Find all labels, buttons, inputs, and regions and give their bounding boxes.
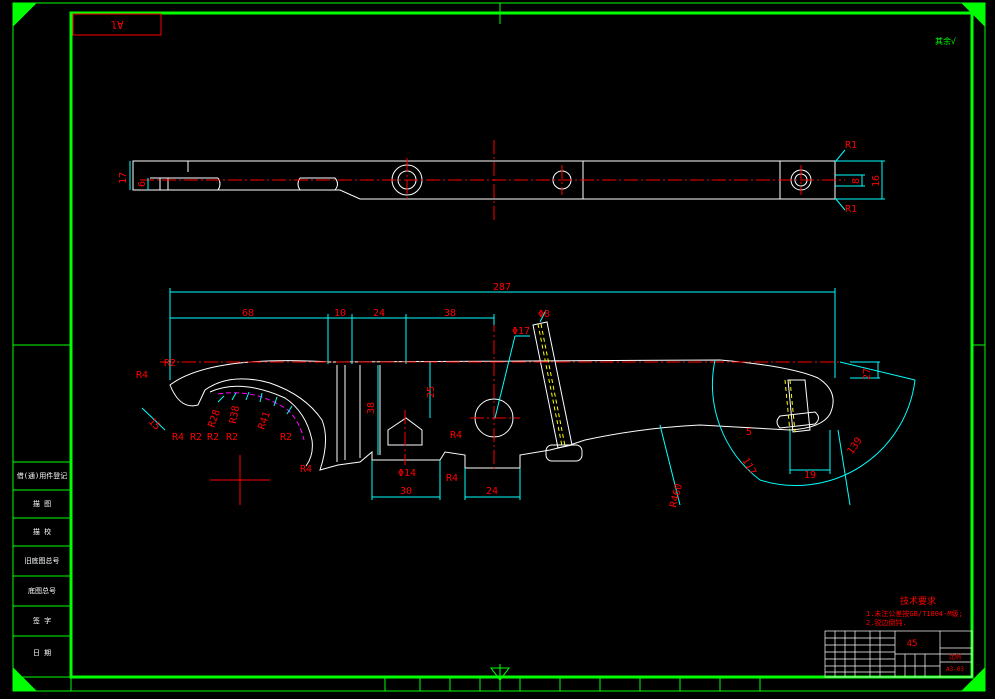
front-view: 287 68 10 24 38 Φ8 Φ17 25 38 Φ14 30 24 R… — [136, 282, 916, 509]
title-cell-2: A3-03 — [946, 666, 964, 673]
dim-top-height-left: 17 — [118, 172, 129, 184]
top-view-centerlines — [140, 140, 845, 220]
technical-notes: 技术要求 1.未注公差按GB/T1804-M级; 2.锐边倒钝. — [866, 595, 963, 627]
dim-r4-a: R4 — [136, 370, 148, 381]
dim-r4-d: R4 — [450, 430, 462, 441]
dim-r2-c: R2 — [207, 432, 219, 443]
notes-title: 技术要求 — [900, 595, 936, 607]
corner-mark-tl — [12, 2, 38, 28]
corner-mark-tr — [960, 2, 986, 28]
dim-phi8: Φ8 — [538, 309, 550, 320]
corner-mark-text: 其余√ — [935, 36, 956, 46]
notes-line-2: 2.锐边倒钝. — [866, 618, 907, 627]
dim-10: 10 — [334, 308, 346, 319]
front-view-dimensions — [141, 288, 916, 506]
corner-mark-br — [960, 666, 986, 692]
dim-top-height-right: 16 — [871, 175, 882, 187]
dim-30: 30 — [400, 486, 412, 497]
strip-label-5: 签 字 — [33, 616, 51, 625]
title-material: 45 — [907, 639, 918, 649]
dim-phi17: Φ17 — [512, 326, 530, 337]
code-box-frame — [72, 13, 162, 36]
dim-68: 68 — [242, 308, 254, 319]
front-view-ticks — [217, 391, 293, 415]
notes-line-1: 1.未注公差按GB/T1804-M级; — [866, 609, 963, 618]
dim-top-r-top: R1 — [845, 140, 857, 151]
strip-label-3: 旧底图总号 — [25, 556, 60, 565]
top-view-dimensions — [129, 149, 885, 211]
strip-label-2: 描 校 — [33, 527, 51, 536]
dim-overall: 287 — [493, 282, 511, 293]
top-view: 17 6 R1 R1 8 16 — [118, 140, 885, 220]
dim-24a: 24 — [373, 308, 385, 319]
strip-label-0: 借(通)用件登记 — [17, 471, 67, 480]
corner-mark-bl — [12, 666, 38, 692]
front-view-center-cross — [210, 455, 270, 505]
dim-r2-a: R2 — [164, 358, 176, 369]
orient-triangle — [490, 667, 510, 681]
sheet-frame — [12, 2, 986, 692]
dim-5: 5 — [746, 427, 752, 438]
left-strip-table — [12, 461, 72, 678]
dim-38a: 38 — [444, 308, 456, 319]
strip-label-1: 描 图 — [33, 499, 51, 508]
code-box-label: Al — [110, 18, 123, 31]
dim-r4-c: R4 — [300, 464, 312, 475]
dim-19: 19 — [804, 470, 816, 481]
dim-25: 25 — [426, 386, 437, 398]
dim-r38: R38 — [228, 405, 242, 425]
dim-r2-d: R2 — [226, 432, 238, 443]
dim-top-r-bottom: R1 — [845, 204, 857, 215]
dim-27: 27 — [862, 368, 873, 380]
code-box: Al — [72, 13, 162, 36]
outer-border — [12, 2, 986, 692]
dim-top-slot-left: 6 — [137, 181, 148, 187]
title-block — [824, 630, 973, 678]
strip-label-4: 底图总号 — [28, 586, 56, 595]
front-view-hidden — [537, 323, 796, 447]
dim-top-hole-right: 8 — [851, 178, 862, 184]
front-view-phantom-arc — [217, 392, 305, 441]
dim-r2-b: R2 — [190, 432, 202, 443]
strip-label-6: 日 期 — [33, 649, 51, 657]
title-cell-1: 比例 — [949, 653, 961, 661]
dim-38b: 38 — [366, 402, 377, 414]
dim-24b: 24 — [486, 486, 498, 497]
dim-r2-e: R2 — [280, 432, 292, 443]
dim-r4-e: R4 — [446, 473, 458, 484]
dim-r4-b: R4 — [172, 432, 184, 443]
dim-phi14: Φ14 — [398, 468, 416, 479]
